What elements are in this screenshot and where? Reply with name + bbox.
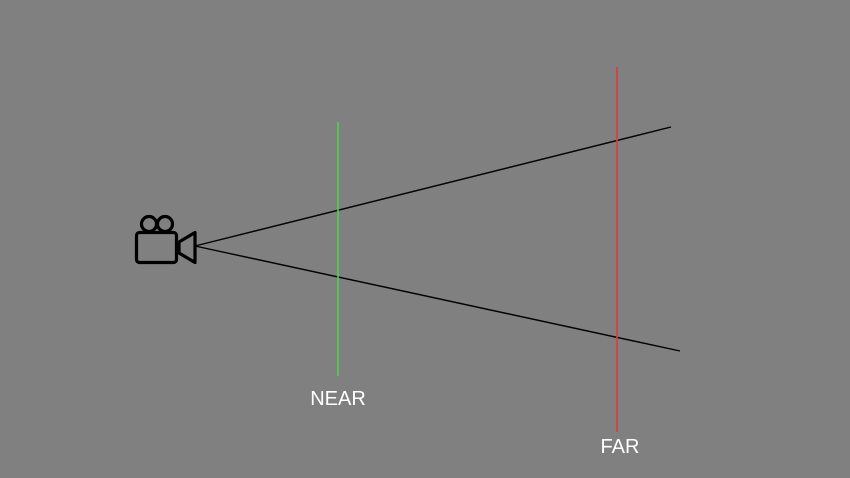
frustum-top-edge [194,126,672,247]
far-plane-label: FAR [600,436,640,458]
frustum-bottom-edge [194,245,681,352]
video-camera-icon [134,214,197,265]
near-plane-label: NEAR [310,388,366,410]
